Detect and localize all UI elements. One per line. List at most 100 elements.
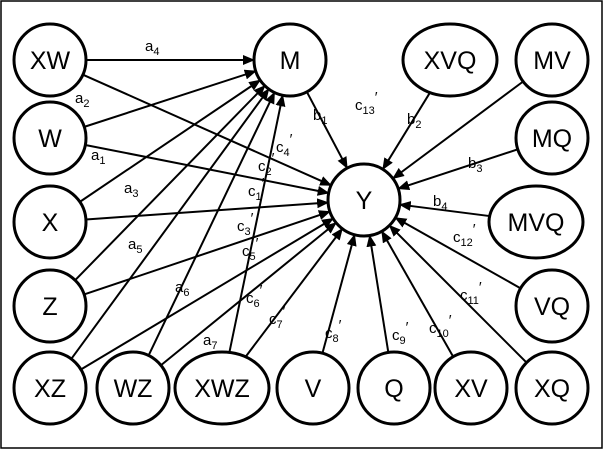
edge-label-c13-prime: c13′ xyxy=(355,89,378,117)
node-y: Y xyxy=(326,162,402,238)
edge-xz-to-m xyxy=(70,88,270,360)
node-label: Y xyxy=(356,187,373,215)
node-shape xyxy=(326,162,402,238)
edge-xw-to-y xyxy=(82,73,333,187)
node-label: MVQ xyxy=(508,209,565,237)
node-z: Z xyxy=(12,268,88,344)
edge-q-to-y xyxy=(366,234,390,353)
edges-layer xyxy=(70,55,528,371)
edge-xvq-to-y xyxy=(381,92,431,171)
edge-vq-to-y xyxy=(394,216,522,290)
edge-label-a2: a2 xyxy=(75,90,89,110)
edge-label-c8-prime: c8′ xyxy=(325,317,342,345)
node-shape xyxy=(173,350,271,426)
node-label: WZ xyxy=(114,375,153,403)
node-shape xyxy=(275,350,351,426)
edge-label-b1: b1 xyxy=(313,107,327,127)
edge-label-a4: a4 xyxy=(145,38,159,58)
node-label: XV xyxy=(454,375,488,403)
edge-mv-to-y xyxy=(392,80,524,180)
edge-z-to-y xyxy=(83,210,331,296)
edge-label-c5-prime: c5′ xyxy=(242,235,259,263)
node-shape xyxy=(514,268,590,344)
edge-label-c9-prime: c9′ xyxy=(392,319,409,347)
node-label: X xyxy=(42,209,59,237)
edge-w-to-m xyxy=(83,69,257,128)
node-label: W xyxy=(38,125,62,153)
node-label: XVQ xyxy=(424,47,477,75)
edge-xwz-to-y xyxy=(244,227,344,358)
edge-xv-to-y xyxy=(380,230,455,358)
node-xw: XW xyxy=(12,22,88,98)
edge-label-c6-prime: c6′ xyxy=(246,282,263,310)
node-shape xyxy=(514,350,590,426)
edge-label-c1-prime: c1′ xyxy=(248,175,265,203)
node-shape xyxy=(12,22,88,98)
node-label: Q xyxy=(384,375,403,403)
node-xv: XV xyxy=(433,350,509,426)
edge-xz-to-y xyxy=(80,217,334,371)
node-shape xyxy=(356,350,432,426)
node-wz: WZ xyxy=(95,350,171,426)
edge-xq-to-y xyxy=(388,224,528,364)
node-xz: XZ xyxy=(12,350,88,426)
edge-mq-to-y xyxy=(397,148,519,191)
node-xvq: XVQ xyxy=(401,22,499,98)
edge-label-a1: a1 xyxy=(91,147,105,167)
node-label: XW xyxy=(30,47,71,75)
node-mv: MV xyxy=(514,22,590,98)
node-v: V xyxy=(275,350,351,426)
node-shape xyxy=(252,22,328,98)
node-shape xyxy=(401,22,499,98)
node-label: VQ xyxy=(534,293,570,321)
node-label: MQ xyxy=(532,125,572,153)
node-shape xyxy=(12,268,88,344)
node-shape xyxy=(514,100,590,176)
edge-label-a3: a3 xyxy=(124,180,138,200)
node-xq: XQ xyxy=(514,350,590,426)
edge-x-to-y xyxy=(85,198,330,221)
node-xwz: XWZ xyxy=(173,350,271,426)
edge-mvq-to-y xyxy=(398,201,490,218)
node-w: W xyxy=(12,100,88,176)
edge-label-c11-prime: c11′ xyxy=(460,279,482,307)
edge-w-to-y xyxy=(85,143,330,196)
node-q: Q xyxy=(356,350,432,426)
edge-label-c10-prime: c10′ xyxy=(429,312,452,340)
node-label: XZ xyxy=(34,375,66,403)
edge-label-b3: b3 xyxy=(468,155,482,175)
node-shape xyxy=(514,22,590,98)
edge-label-c2-prime: c2′ xyxy=(258,150,275,178)
node-shape xyxy=(12,100,88,176)
edge-label-c12-prime: c12′ xyxy=(453,221,476,249)
edge-m-to-y xyxy=(305,91,349,170)
edge-v-to-y xyxy=(321,233,357,354)
node-label: MV xyxy=(533,47,571,75)
node-shape xyxy=(487,184,585,260)
node-label: Z xyxy=(42,293,57,321)
node-shape xyxy=(433,350,509,426)
edge-label-c7-prime: c7′ xyxy=(269,303,286,331)
node-vq: VQ xyxy=(514,268,590,344)
edge-label-c3-prime: c3′ xyxy=(237,210,254,238)
node-mq: MQ xyxy=(514,100,590,176)
node-label: V xyxy=(305,375,322,403)
node-shape xyxy=(95,350,171,426)
edge-label-a6: a6 xyxy=(175,279,189,299)
edge-label-c4-prime: c4′ xyxy=(276,131,293,159)
node-label: M xyxy=(280,47,301,75)
edge-label-a7: a7 xyxy=(203,332,217,352)
node-label: XWZ xyxy=(194,375,250,403)
node-label: XQ xyxy=(534,375,570,403)
node-shape xyxy=(12,350,88,426)
edge-label-a5: a5 xyxy=(128,236,142,256)
node-mvq: MVQ xyxy=(487,184,585,260)
node-x: X xyxy=(12,184,88,260)
edge-label-b4: b4 xyxy=(433,193,447,213)
edge-xwz-to-m xyxy=(228,94,286,353)
edge-wz-to-y xyxy=(160,221,337,367)
node-shape xyxy=(12,184,88,260)
node-m: M xyxy=(252,22,328,98)
